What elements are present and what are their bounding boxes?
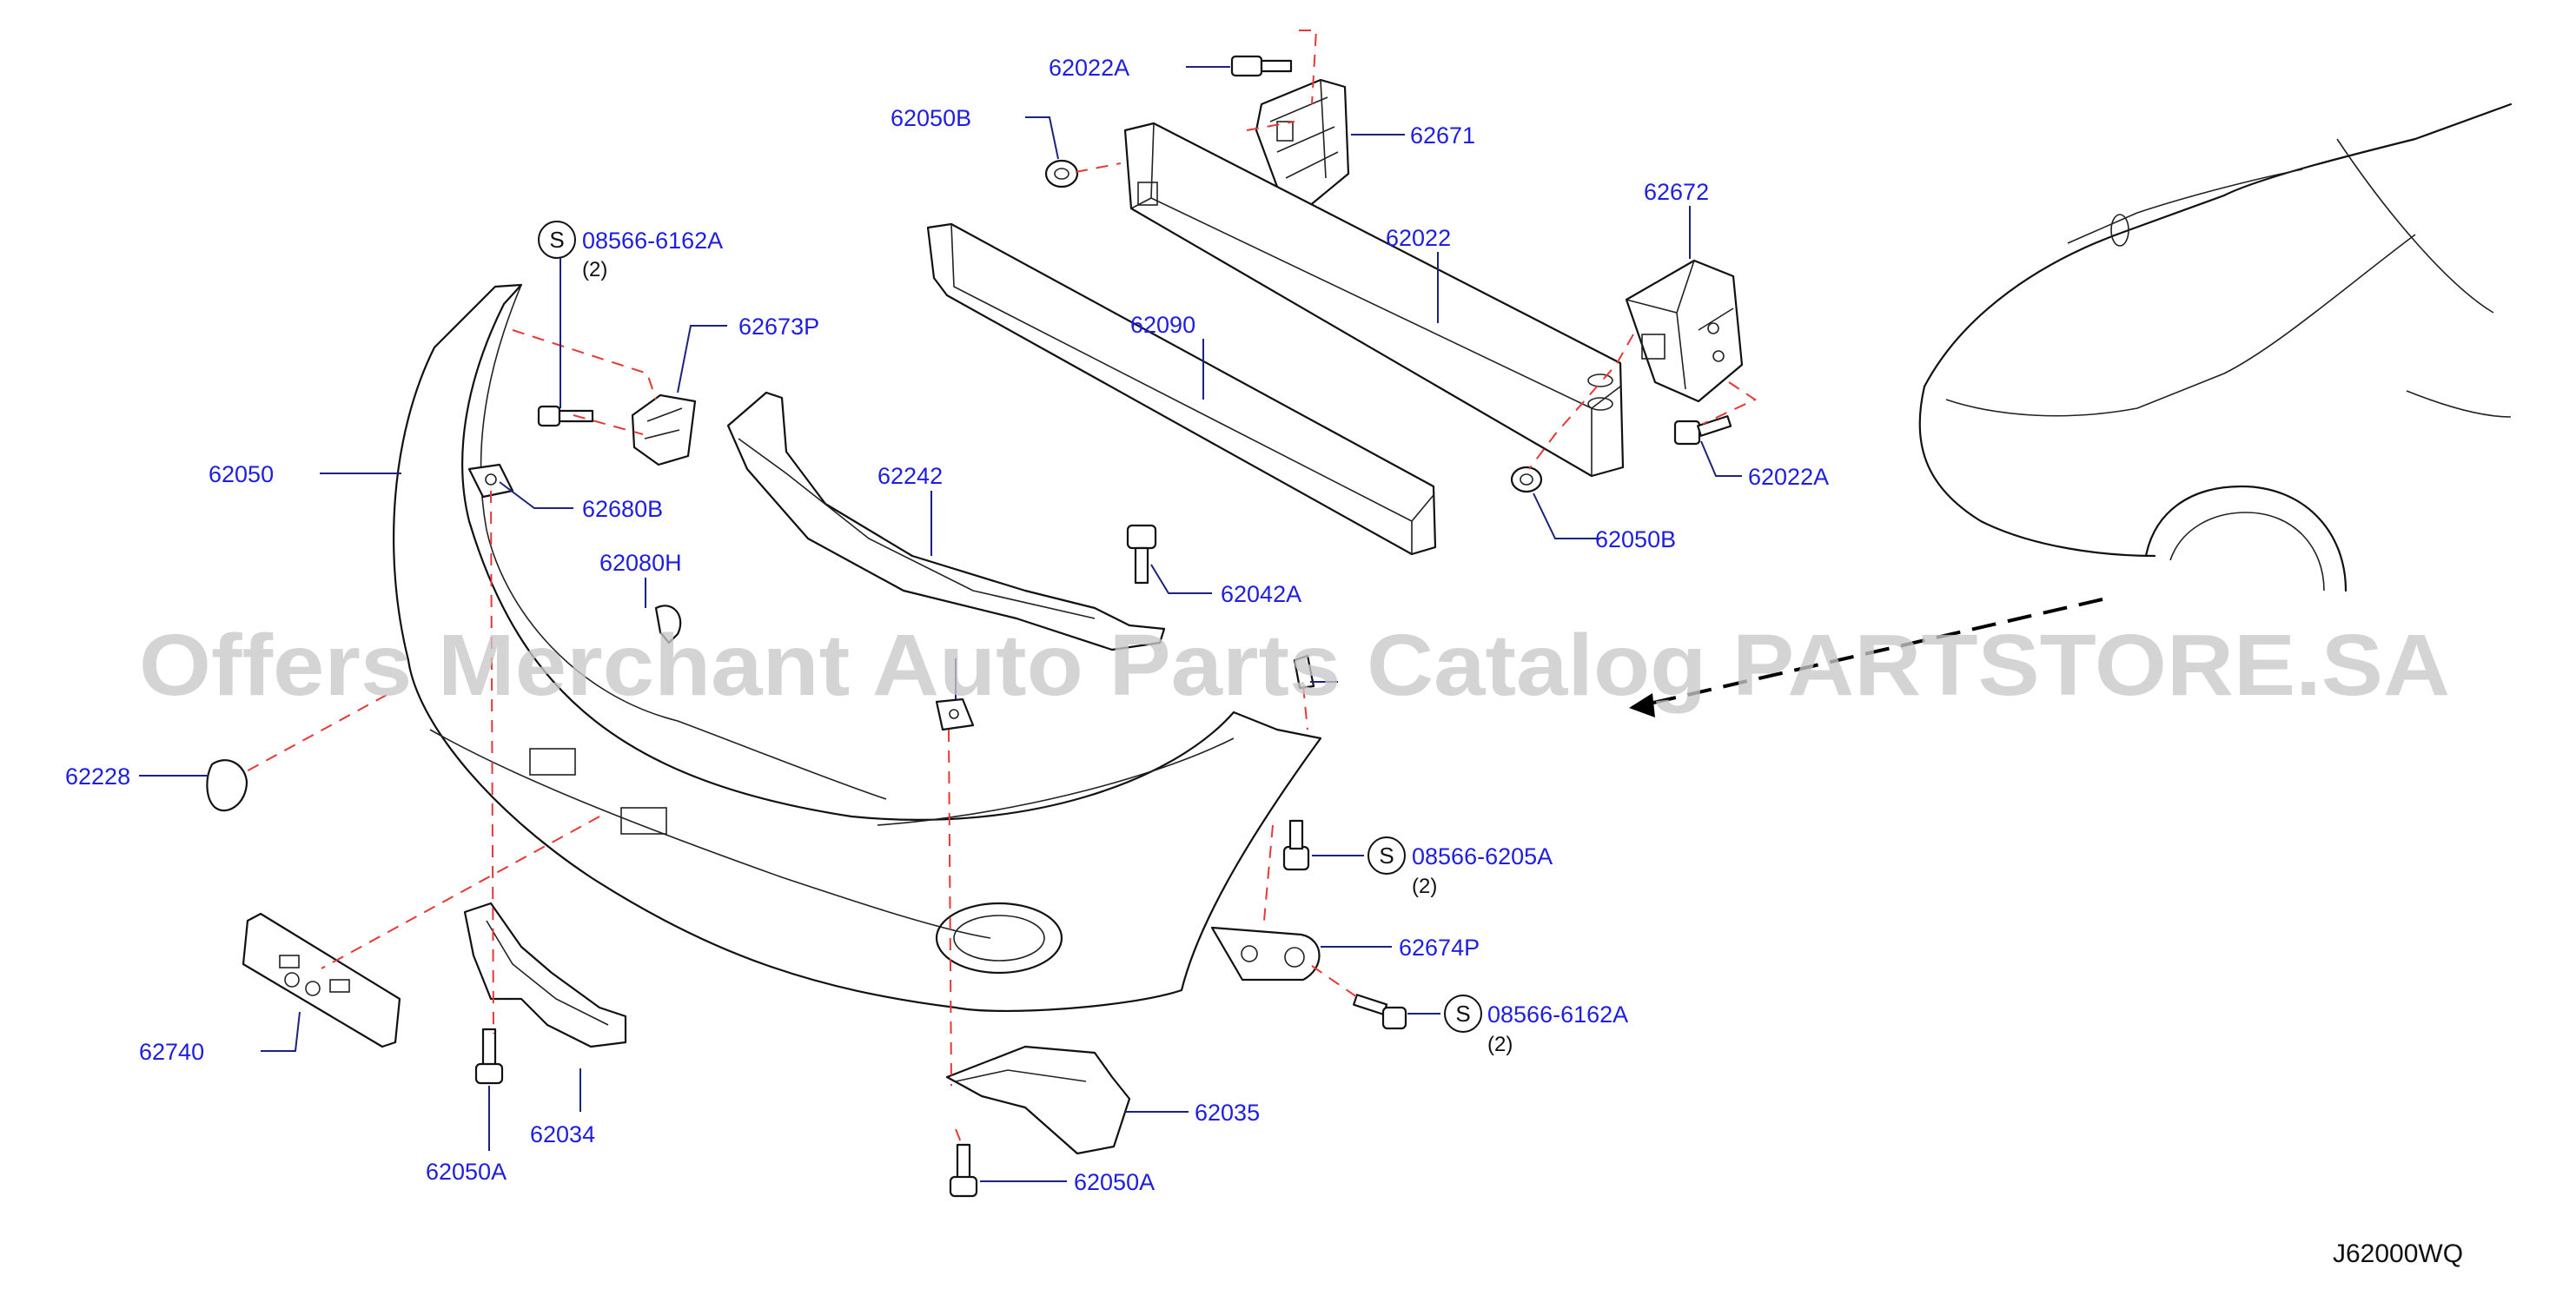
callout-62050b-top: 62050B (891, 105, 971, 131)
screw-08566-6162a-bottom (1353, 994, 1407, 1030)
vehicle-outline (1918, 102, 2513, 592)
screw-08566-6162a-top (537, 405, 594, 427)
license-bracket-62740 (242, 912, 401, 1048)
screw-symbol-bottom: S (1444, 995, 1482, 1033)
callout-62035: 62035 (1195, 1100, 1260, 1126)
bolt-62050a-left (474, 1028, 504, 1085)
screw-08566-6205a (1282, 819, 1310, 871)
callout-62022a-top: 62022A (1049, 55, 1129, 81)
clip-62680b (467, 463, 514, 499)
clip-center (935, 697, 975, 731)
assembly-lines (242, 30, 1758, 1147)
callout-62022: 62022 (1386, 225, 1451, 251)
undercover-62035 (945, 1045, 1131, 1155)
callout-62050: 62050 (209, 461, 274, 487)
callout-62228: 62228 (65, 763, 130, 790)
callout-62672: 62672 (1644, 179, 1709, 205)
bracket-62672 (1625, 259, 1744, 403)
callout-62050b-right: 62050B (1595, 526, 1676, 552)
leader-lines (139, 66, 1742, 1182)
clip-62080h (654, 605, 682, 644)
svg-text:S: S (549, 227, 564, 253)
bolt-62022a-right (1673, 415, 1732, 446)
callout-62673p: 62673P (738, 314, 819, 340)
screw-symbol-mid: S (1367, 836, 1406, 875)
callout-62242: 62242 (877, 463, 943, 489)
bolt-62022a-top (1230, 55, 1293, 77)
bumper-fascia-62050 (393, 283, 1322, 1012)
clip-right (1293, 654, 1315, 690)
absorber-62090 (926, 222, 1437, 556)
callout-08566-6162a-bottom: 08566-6162A (1487, 1001, 1628, 1028)
callout-62050a-left: 62050A (426, 1159, 507, 1185)
bracket-62673p (631, 393, 697, 466)
qty-bottom: (2) (1487, 1033, 1513, 1056)
watermark: Offers Merchant Auto Parts Catalog PARTS… (139, 617, 2450, 714)
bracket-62674p (1210, 926, 1321, 982)
callout-62740: 62740 (139, 1039, 204, 1065)
callout-62022a-right: 62022A (1748, 464, 1829, 490)
callout-62042a: 62042A (1221, 581, 1301, 607)
nut-62050b-right (1510, 466, 1543, 493)
callout-62080h: 62080H (599, 550, 682, 576)
bolt-62050a-bottom (949, 1143, 978, 1198)
cap-62228 (206, 759, 248, 812)
reinforcement-62022 (1123, 122, 1625, 478)
bolt-62042a (1126, 524, 1157, 585)
bracket-62671 (1255, 78, 1350, 208)
callout-62034: 62034 (530, 1121, 595, 1147)
callout-62050a-bottom: 62050A (1074, 1169, 1155, 1195)
nut-62050b-top (1044, 159, 1079, 188)
callout-62671: 62671 (1410, 122, 1475, 149)
bracket-62034 (463, 902, 627, 1048)
retainer-62242 (726, 391, 1166, 651)
callout-08566-6205a: 08566-6205A (1412, 843, 1553, 869)
svg-text:S: S (1379, 843, 1394, 869)
direction-arrow (1629, 598, 2103, 717)
callout-62680b: 62680B (582, 496, 663, 522)
screw-symbol-top: S (538, 221, 576, 259)
diagram-reference: J62000WQ (2333, 1239, 2463, 1268)
qty-top: (2) (582, 258, 607, 281)
callout-08566-6162a-top: 08566-6162A (582, 228, 723, 254)
svg-text:S: S (1455, 1001, 1470, 1027)
callout-62090: 62090 (1130, 312, 1195, 338)
qty-mid: (2) (1412, 875, 1437, 898)
callout-62674p: 62674P (1399, 935, 1480, 961)
